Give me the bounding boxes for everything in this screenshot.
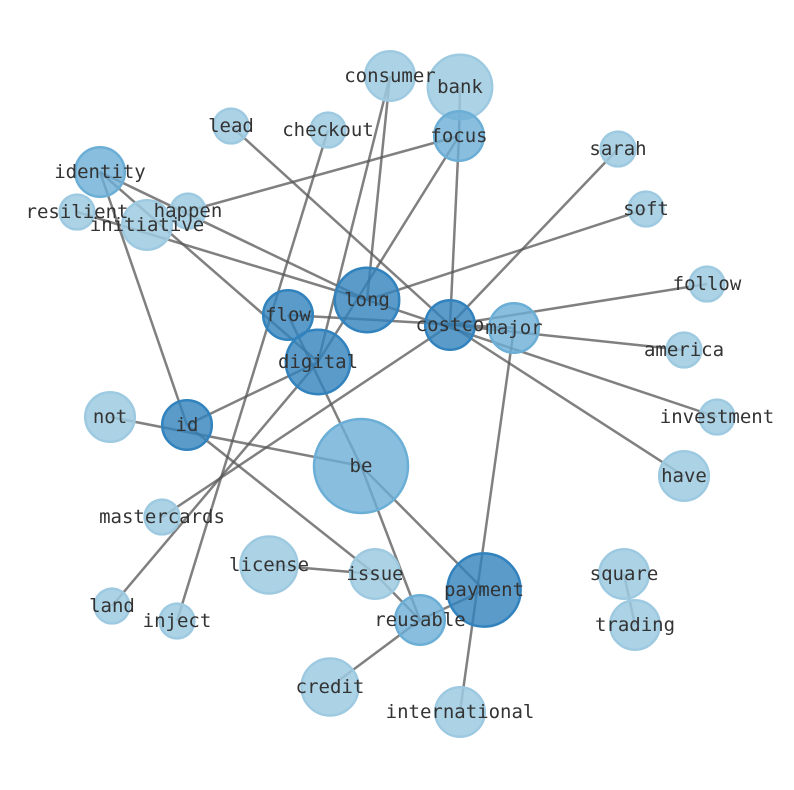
node-label-focus: focus (430, 125, 487, 147)
node-major[interactable] (487, 301, 541, 355)
node-label-follow: follow (673, 273, 742, 295)
node-happen[interactable] (169, 192, 207, 230)
node-be[interactable] (312, 417, 410, 515)
node-square[interactable] (597, 547, 651, 601)
node-label-america: america (644, 339, 724, 361)
node-digital[interactable] (284, 328, 352, 396)
node-label-land: land (89, 595, 135, 617)
edge-focus-digital (316, 135, 461, 363)
node-label-square: square (590, 563, 659, 585)
node-label-sarah: sarah (589, 138, 646, 160)
node-label-mastercards: mastercards (99, 506, 225, 528)
edge-id-issue (186, 424, 376, 575)
node-costco[interactable] (423, 298, 477, 352)
node-trading[interactable] (608, 598, 662, 652)
edge-costco-mastercards (161, 323, 451, 519)
node-international[interactable] (433, 685, 487, 739)
node-land[interactable] (93, 587, 131, 625)
node-focus[interactable] (432, 109, 486, 163)
node-label-payment: payment (444, 579, 524, 601)
node-inject[interactable] (158, 602, 196, 640)
edge-focus-happen (187, 134, 460, 213)
node-credit[interactable] (300, 657, 360, 717)
edge-consumer-digital (316, 75, 392, 363)
edge-focus-costco (448, 135, 461, 326)
node-investment[interactable] (698, 398, 736, 436)
node-label-inject: inject (143, 610, 212, 632)
edge-lead-costco (230, 125, 451, 326)
node-label-be: be (350, 455, 373, 477)
edge-costco-have (449, 323, 685, 478)
node-id[interactable] (160, 398, 214, 452)
edge-flow-major (287, 313, 515, 330)
node-identity[interactable] (73, 145, 127, 199)
node-label-trading: trading (595, 614, 675, 636)
node-flow[interactable] (261, 288, 315, 342)
edge-digital-land (111, 361, 319, 607)
node-label-long: long (344, 289, 390, 311)
node-label-happen: happen (154, 200, 223, 222)
node-checkout[interactable] (309, 111, 347, 149)
node-america[interactable] (665, 331, 703, 369)
node-have[interactable] (657, 449, 711, 503)
node-label-costco: costco (416, 314, 485, 336)
node-label-id: id (176, 414, 199, 436)
node-initiative[interactable] (120, 198, 174, 252)
edge-costco-sarah (449, 148, 619, 326)
node-not[interactable] (83, 390, 137, 444)
node-consumer[interactable] (363, 49, 417, 103)
node-label-license: license (229, 554, 309, 576)
node-label-identity: identity (54, 161, 146, 183)
node-issue[interactable] (348, 547, 402, 601)
node-payment[interactable] (446, 552, 522, 628)
node-lead[interactable] (212, 107, 250, 145)
node-label-initiative: initiative (90, 214, 204, 236)
node-label-consumer: consumer (344, 65, 436, 87)
edge-long-soft (366, 207, 647, 302)
node-label-checkout: checkout (282, 119, 374, 141)
node-label-major: major (485, 317, 542, 339)
node-mastercards[interactable] (143, 498, 181, 536)
node-resilient[interactable] (58, 193, 96, 231)
node-sarah[interactable] (599, 130, 637, 168)
nodes-layer (58, 49, 736, 739)
edge-identity-id (98, 171, 189, 426)
node-label-international: international (386, 701, 535, 723)
edge-major-international (458, 327, 516, 713)
node-label-soft: soft (623, 198, 669, 220)
node-license[interactable] (239, 535, 299, 595)
node-label-lead: lead (208, 115, 254, 137)
node-label-investment: investment (660, 406, 774, 428)
edge-checkout-inject (175, 129, 330, 622)
edge-identity-long (99, 170, 368, 302)
node-reusable[interactable] (393, 593, 447, 647)
node-label-resilient: resilient (26, 201, 129, 223)
node-label-not: not (93, 406, 127, 428)
edge-consumer-long (365, 75, 392, 301)
node-label-reusable: reusable (374, 609, 466, 631)
node-label-digital: digital (278, 351, 358, 373)
node-label-flow: flow (265, 304, 311, 326)
node-label-credit: credit (296, 676, 365, 698)
node-follow[interactable] (688, 265, 726, 303)
node-long[interactable] (333, 266, 401, 334)
node-label-bank: bank (437, 76, 483, 98)
node-soft[interactable] (627, 190, 665, 228)
node-label-issue: issue (346, 563, 403, 585)
node-label-have: have (661, 465, 707, 487)
